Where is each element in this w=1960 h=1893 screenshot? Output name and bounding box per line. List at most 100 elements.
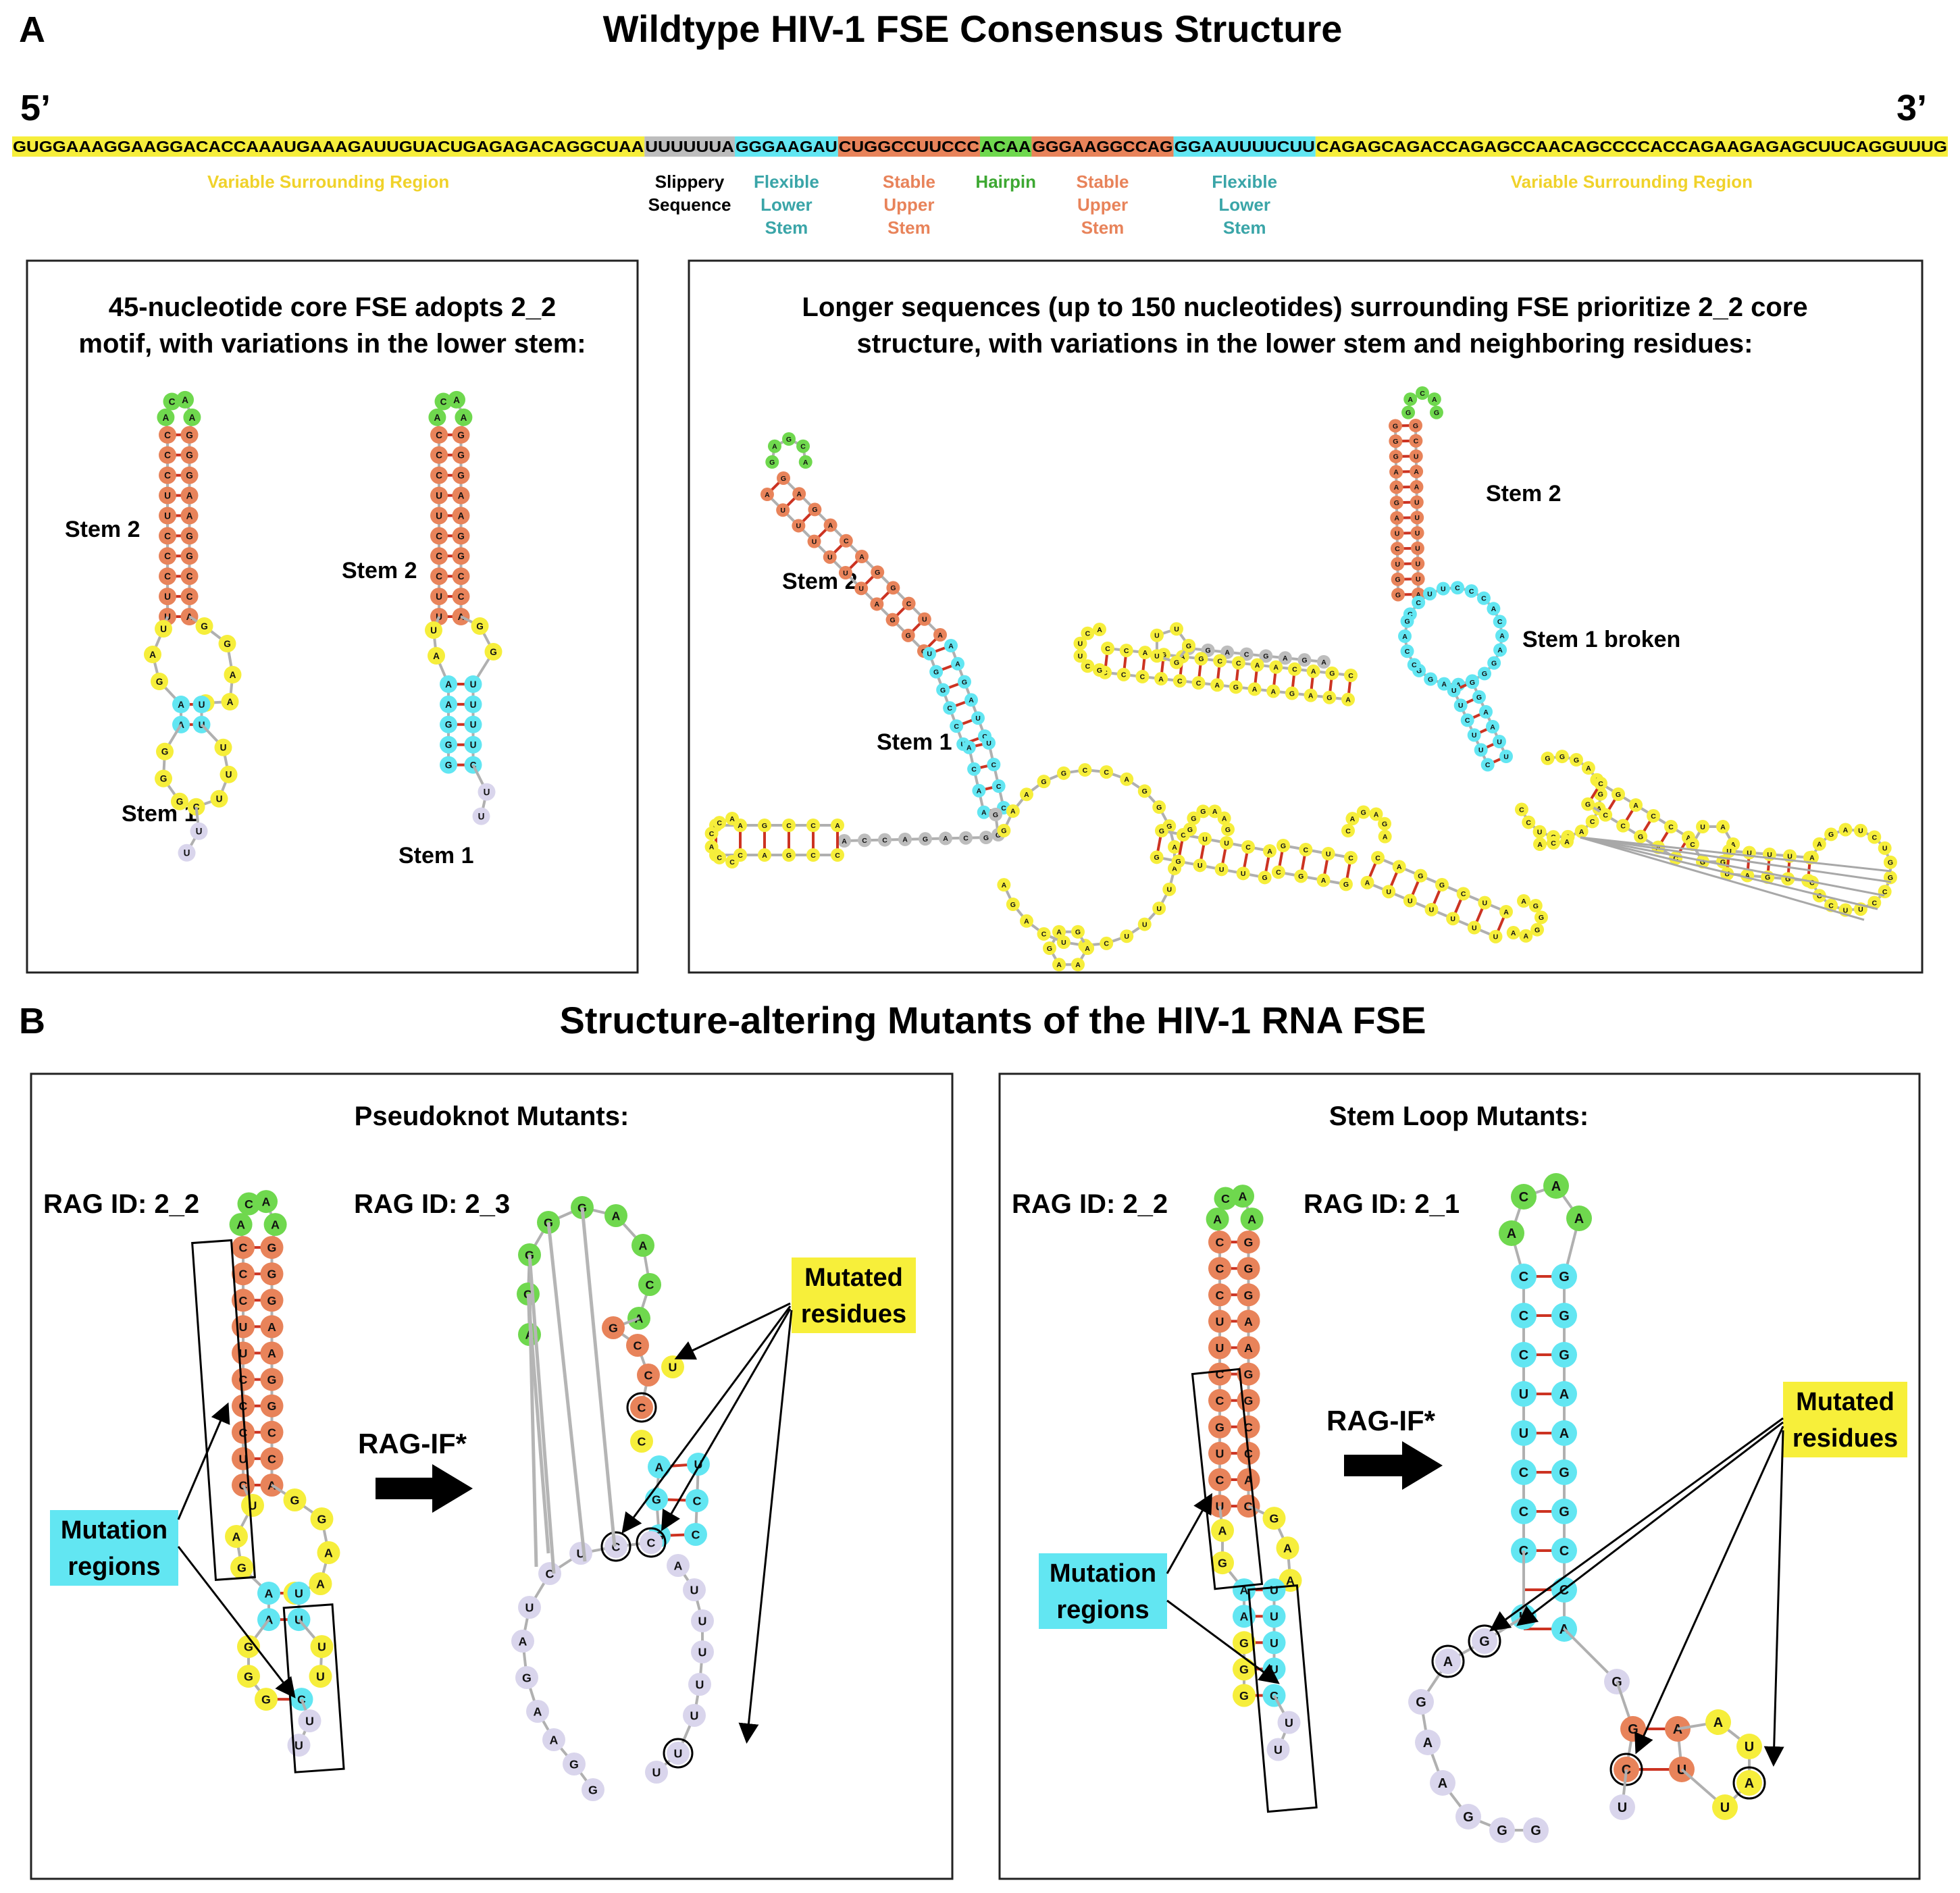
- stem-nucleotide: U: [807, 534, 821, 548]
- upper-stem-nucleotide: A: [260, 1315, 284, 1339]
- nucleotide-circle: [430, 466, 448, 484]
- nucleotide-circle: [241, 1494, 264, 1517]
- nucleotide-letter: U: [1395, 529, 1400, 538]
- nucleotide-letter: A: [1056, 929, 1062, 937]
- nucleotide-letter: A: [1024, 918, 1029, 926]
- hairpin-nucleotide: C: [1511, 1184, 1537, 1210]
- nucleotide-letter: C: [800, 443, 806, 451]
- nucleotide-circle: [430, 567, 448, 586]
- pseudoknot-bond: [1580, 836, 1885, 897]
- nucleotide-circle: [1206, 1208, 1229, 1231]
- nucleotide-letter: C: [1590, 818, 1595, 826]
- nucleotide-circle: [691, 1609, 714, 1632]
- nucleotide-circle: [1378, 829, 1392, 844]
- stem-nucleotide: G: [1150, 850, 1164, 864]
- nucleotide-circle: [180, 425, 199, 444]
- nucleotide-letter: C: [458, 592, 465, 602]
- nucleotide-letter: U: [160, 624, 167, 634]
- nucleotide-circle: [838, 566, 852, 580]
- upper-stem-nucleotide: G: [260, 1236, 284, 1260]
- lower-stem-nucleotide: U: [1262, 1657, 1286, 1681]
- nucleotide-circle: [1530, 923, 1545, 937]
- nucleotide-letter: U: [1270, 1584, 1279, 1597]
- nucleotide-letter: G: [1244, 1289, 1254, 1302]
- nucleotide-circle: [428, 647, 445, 665]
- pseudoknot-panel-title: Pseudoknot Mutants:: [355, 1101, 629, 1131]
- nucleotide-letter: C: [647, 1536, 656, 1549]
- stem-nucleotide: C: [1480, 758, 1495, 772]
- stem-nucleotide: U: [792, 519, 806, 533]
- stem-nucleotide: A: [870, 597, 884, 611]
- nucleotide-letter: G: [457, 471, 465, 481]
- nucleotide-circle: [767, 439, 781, 453]
- nucleotide-letter: G: [1416, 1695, 1426, 1710]
- nucleotide-letter: A: [1809, 854, 1815, 862]
- nucleotide-circle: [683, 1578, 706, 1601]
- loop-nucleotide: A: [1168, 840, 1182, 854]
- loop-nucleotide: G: [1137, 784, 1152, 798]
- annotation-arrow: [1763, 1430, 1784, 1767]
- nucleotide-circle: [155, 769, 172, 787]
- stem-nucleotide: C: [1511, 1303, 1537, 1328]
- nucleotide-letter: U: [1156, 905, 1162, 913]
- hairpin-nucleotide: G: [782, 432, 796, 446]
- nucleotide-letter: U: [1415, 545, 1420, 553]
- loop-nucleotide: U: [1878, 841, 1892, 855]
- nucleotide-letter: A: [1503, 908, 1509, 916]
- hairpin-nucleotide: A: [631, 1234, 654, 1257]
- nucleotide-letter: U: [1202, 835, 1208, 844]
- stem-nucleotide: C: [1172, 674, 1187, 688]
- nucleotide-circle: [1237, 1309, 1260, 1333]
- interior-nucleotide: G: [156, 742, 174, 760]
- nucleotide-letter: C: [239, 1241, 248, 1255]
- nucleotide-letter: A: [796, 490, 802, 498]
- stem-nucleotide: U: [1411, 572, 1425, 586]
- loop-nucleotide: C: [1100, 936, 1114, 950]
- upper-stem-nucleotide: G: [452, 527, 470, 545]
- stem-nucleotide: G: [758, 819, 771, 832]
- nucleotide-circle: [1410, 526, 1424, 540]
- stem-nucleotide: G: [808, 502, 822, 517]
- nucleotide-letter: A: [1730, 841, 1736, 849]
- nucleotide-circle: [806, 848, 820, 862]
- nucleotide-letter: G: [1200, 808, 1206, 816]
- hairpin-nucleotide: C: [638, 1273, 661, 1296]
- nucleotide-circle: [1183, 823, 1197, 836]
- nucleotide-letter: C: [164, 531, 171, 541]
- nucleotide-letter: G: [1047, 945, 1052, 953]
- nucleotide-circle: [440, 756, 457, 774]
- nucleotide-circle: [448, 390, 465, 409]
- pseudoknot-bond: [580, 1207, 617, 1547]
- nucleotide-letter: A: [1224, 649, 1230, 657]
- loop-nucleotide: G: [1555, 750, 1569, 764]
- nucleotide-circle: [1266, 684, 1281, 698]
- nucleotide-letter: G: [1382, 820, 1387, 828]
- annotation-arrow: [1166, 1599, 1280, 1684]
- stem-nucleotide: C: [1511, 1264, 1537, 1289]
- tail-nucleotide: U: [683, 1704, 706, 1727]
- nucleotide-letter: C: [239, 1268, 248, 1281]
- nucleotide-letter: G: [1616, 791, 1621, 799]
- nucleotide-circle: [1511, 1381, 1537, 1407]
- nucleotide-circle: [232, 1236, 255, 1260]
- nucleotide-letter: G: [762, 822, 767, 830]
- sl-mutation-regions-line2: regions: [1056, 1596, 1149, 1624]
- nucleotide-circle: [1371, 851, 1385, 864]
- nucleotide-letter: G: [1393, 438, 1398, 446]
- upper-stem-nucleotide: C: [159, 547, 176, 565]
- stem-nucleotide: U: [971, 711, 985, 725]
- nucleotide-circle: [1517, 894, 1530, 908]
- upper-stem-nucleotide: U: [1208, 1309, 1231, 1333]
- nucleotide-circle: [1208, 1230, 1231, 1254]
- lower-stem-nucleotide: U: [464, 675, 482, 693]
- stem-nucleotide: U: [1411, 556, 1425, 571]
- loop-nucleotide: C: [1493, 615, 1507, 629]
- stem-nucleotide: G: [1325, 666, 1339, 680]
- stem-nucleotide: U: [1424, 902, 1439, 916]
- nucleotide-circle: [1410, 465, 1424, 479]
- nucleotide-letter: C: [164, 571, 171, 581]
- upper-stem-nucleotide: G: [180, 425, 199, 444]
- nucleotide-letter: G: [1476, 694, 1482, 702]
- nucleotide-letter: U: [1216, 1315, 1224, 1328]
- nucleotide-letter: U: [294, 1739, 303, 1753]
